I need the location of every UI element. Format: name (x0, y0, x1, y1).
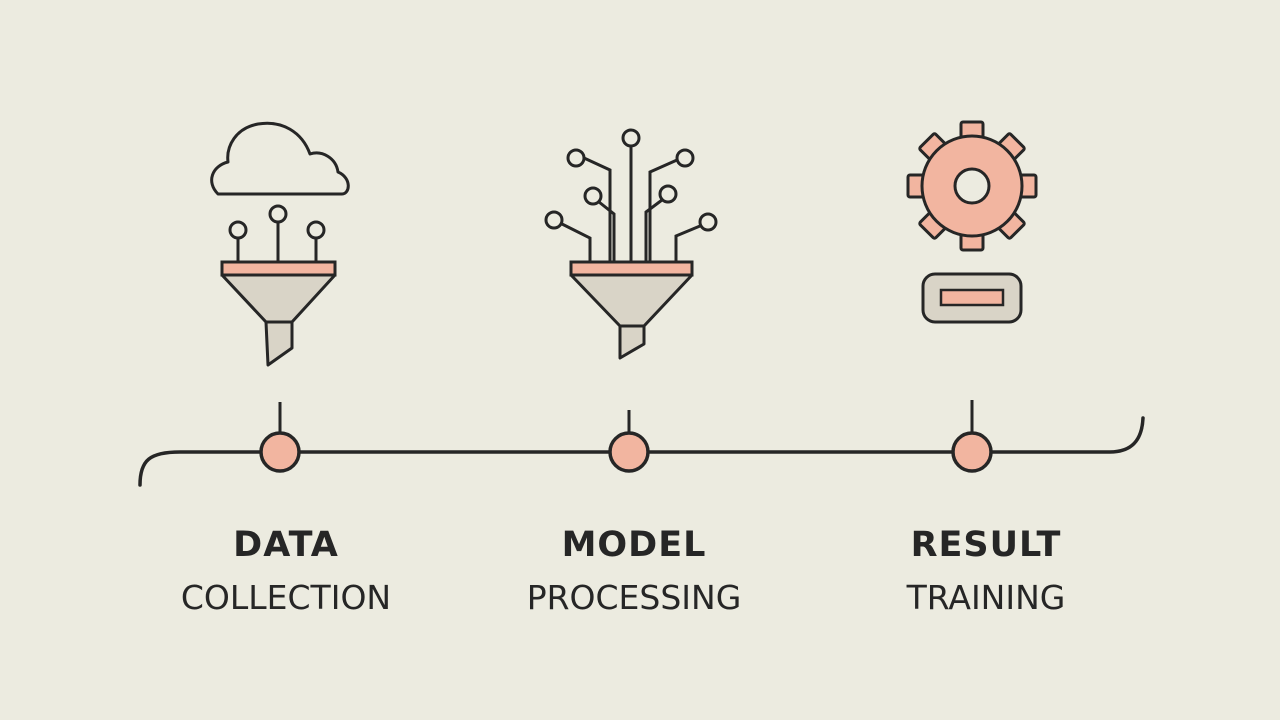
stage-label-result: RESULT TRAINING (826, 525, 1146, 617)
stage-result (906, 120, 1038, 473)
stage-data (210, 121, 350, 473)
stage-model (544, 128, 718, 473)
stage-subtitle: COLLECTION (180, 578, 392, 617)
result-bar-icon (921, 272, 1023, 324)
cloud-icon (210, 121, 350, 196)
stage-subtitle: TRAINING (906, 578, 1066, 617)
timeline-node (951, 431, 993, 473)
stage-title: RESULT (910, 525, 1062, 565)
network-tree-icon (544, 128, 718, 262)
gear-icon (906, 120, 1038, 252)
timeline-line (138, 416, 1145, 487)
timeline-node (259, 431, 301, 473)
timeline-node (608, 431, 650, 473)
funnel-icon (220, 260, 337, 367)
stage-title: DATA (233, 525, 339, 565)
stage-title: MODEL (561, 525, 707, 565)
stage-subtitle: PROCESSING (526, 578, 742, 617)
input-lines-icon (228, 204, 326, 262)
funnel-icon (569, 260, 694, 360)
stage-label-model: MODEL PROCESSING (474, 525, 794, 617)
stage-label-data: DATA COLLECTION (126, 525, 446, 617)
